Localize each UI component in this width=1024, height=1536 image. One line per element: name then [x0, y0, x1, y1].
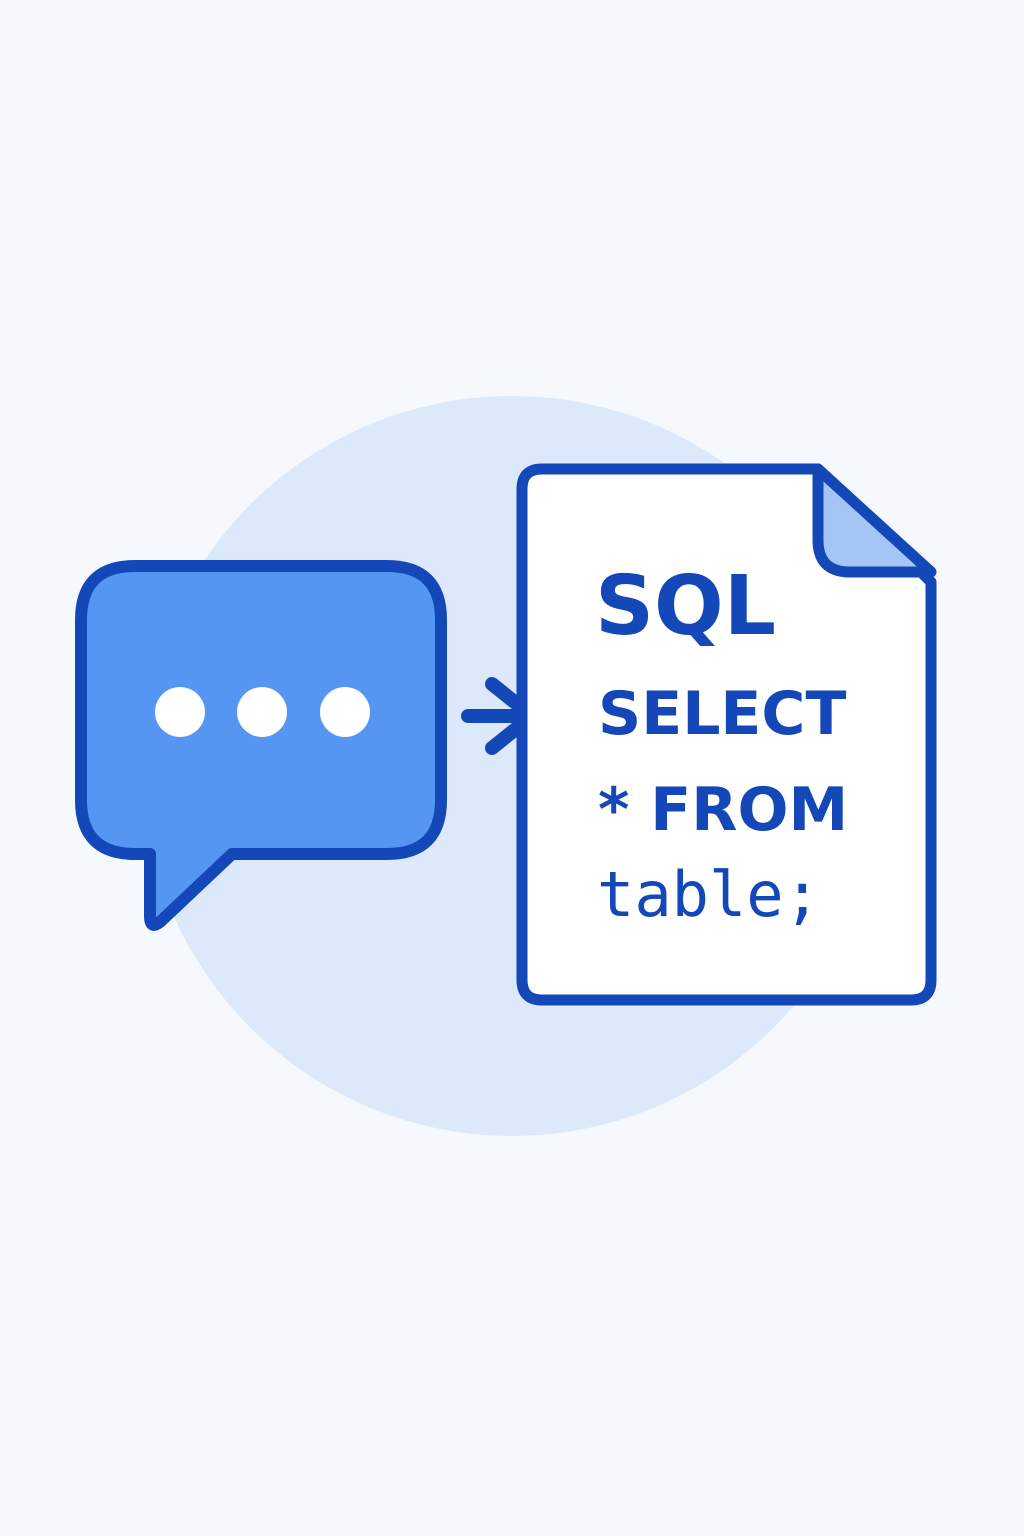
- document-icon: SQL SELECT * FROM table;: [516, 463, 937, 1006]
- typing-dot: [155, 687, 205, 737]
- typing-dots-icon: [155, 687, 370, 737]
- document-page: [516, 463, 937, 1006]
- typing-dot: [320, 687, 370, 737]
- document-fold: [812, 463, 937, 578]
- sql-line-from: * FROM: [598, 775, 848, 845]
- sql-line-select: SELECT: [598, 679, 846, 749]
- chat-bubble-icon: [75, 560, 447, 931]
- sql-line-table: table;: [597, 858, 821, 931]
- typing-dot: [237, 687, 287, 737]
- sql-title: SQL: [595, 559, 776, 654]
- chat-bubble-shape: [75, 560, 447, 931]
